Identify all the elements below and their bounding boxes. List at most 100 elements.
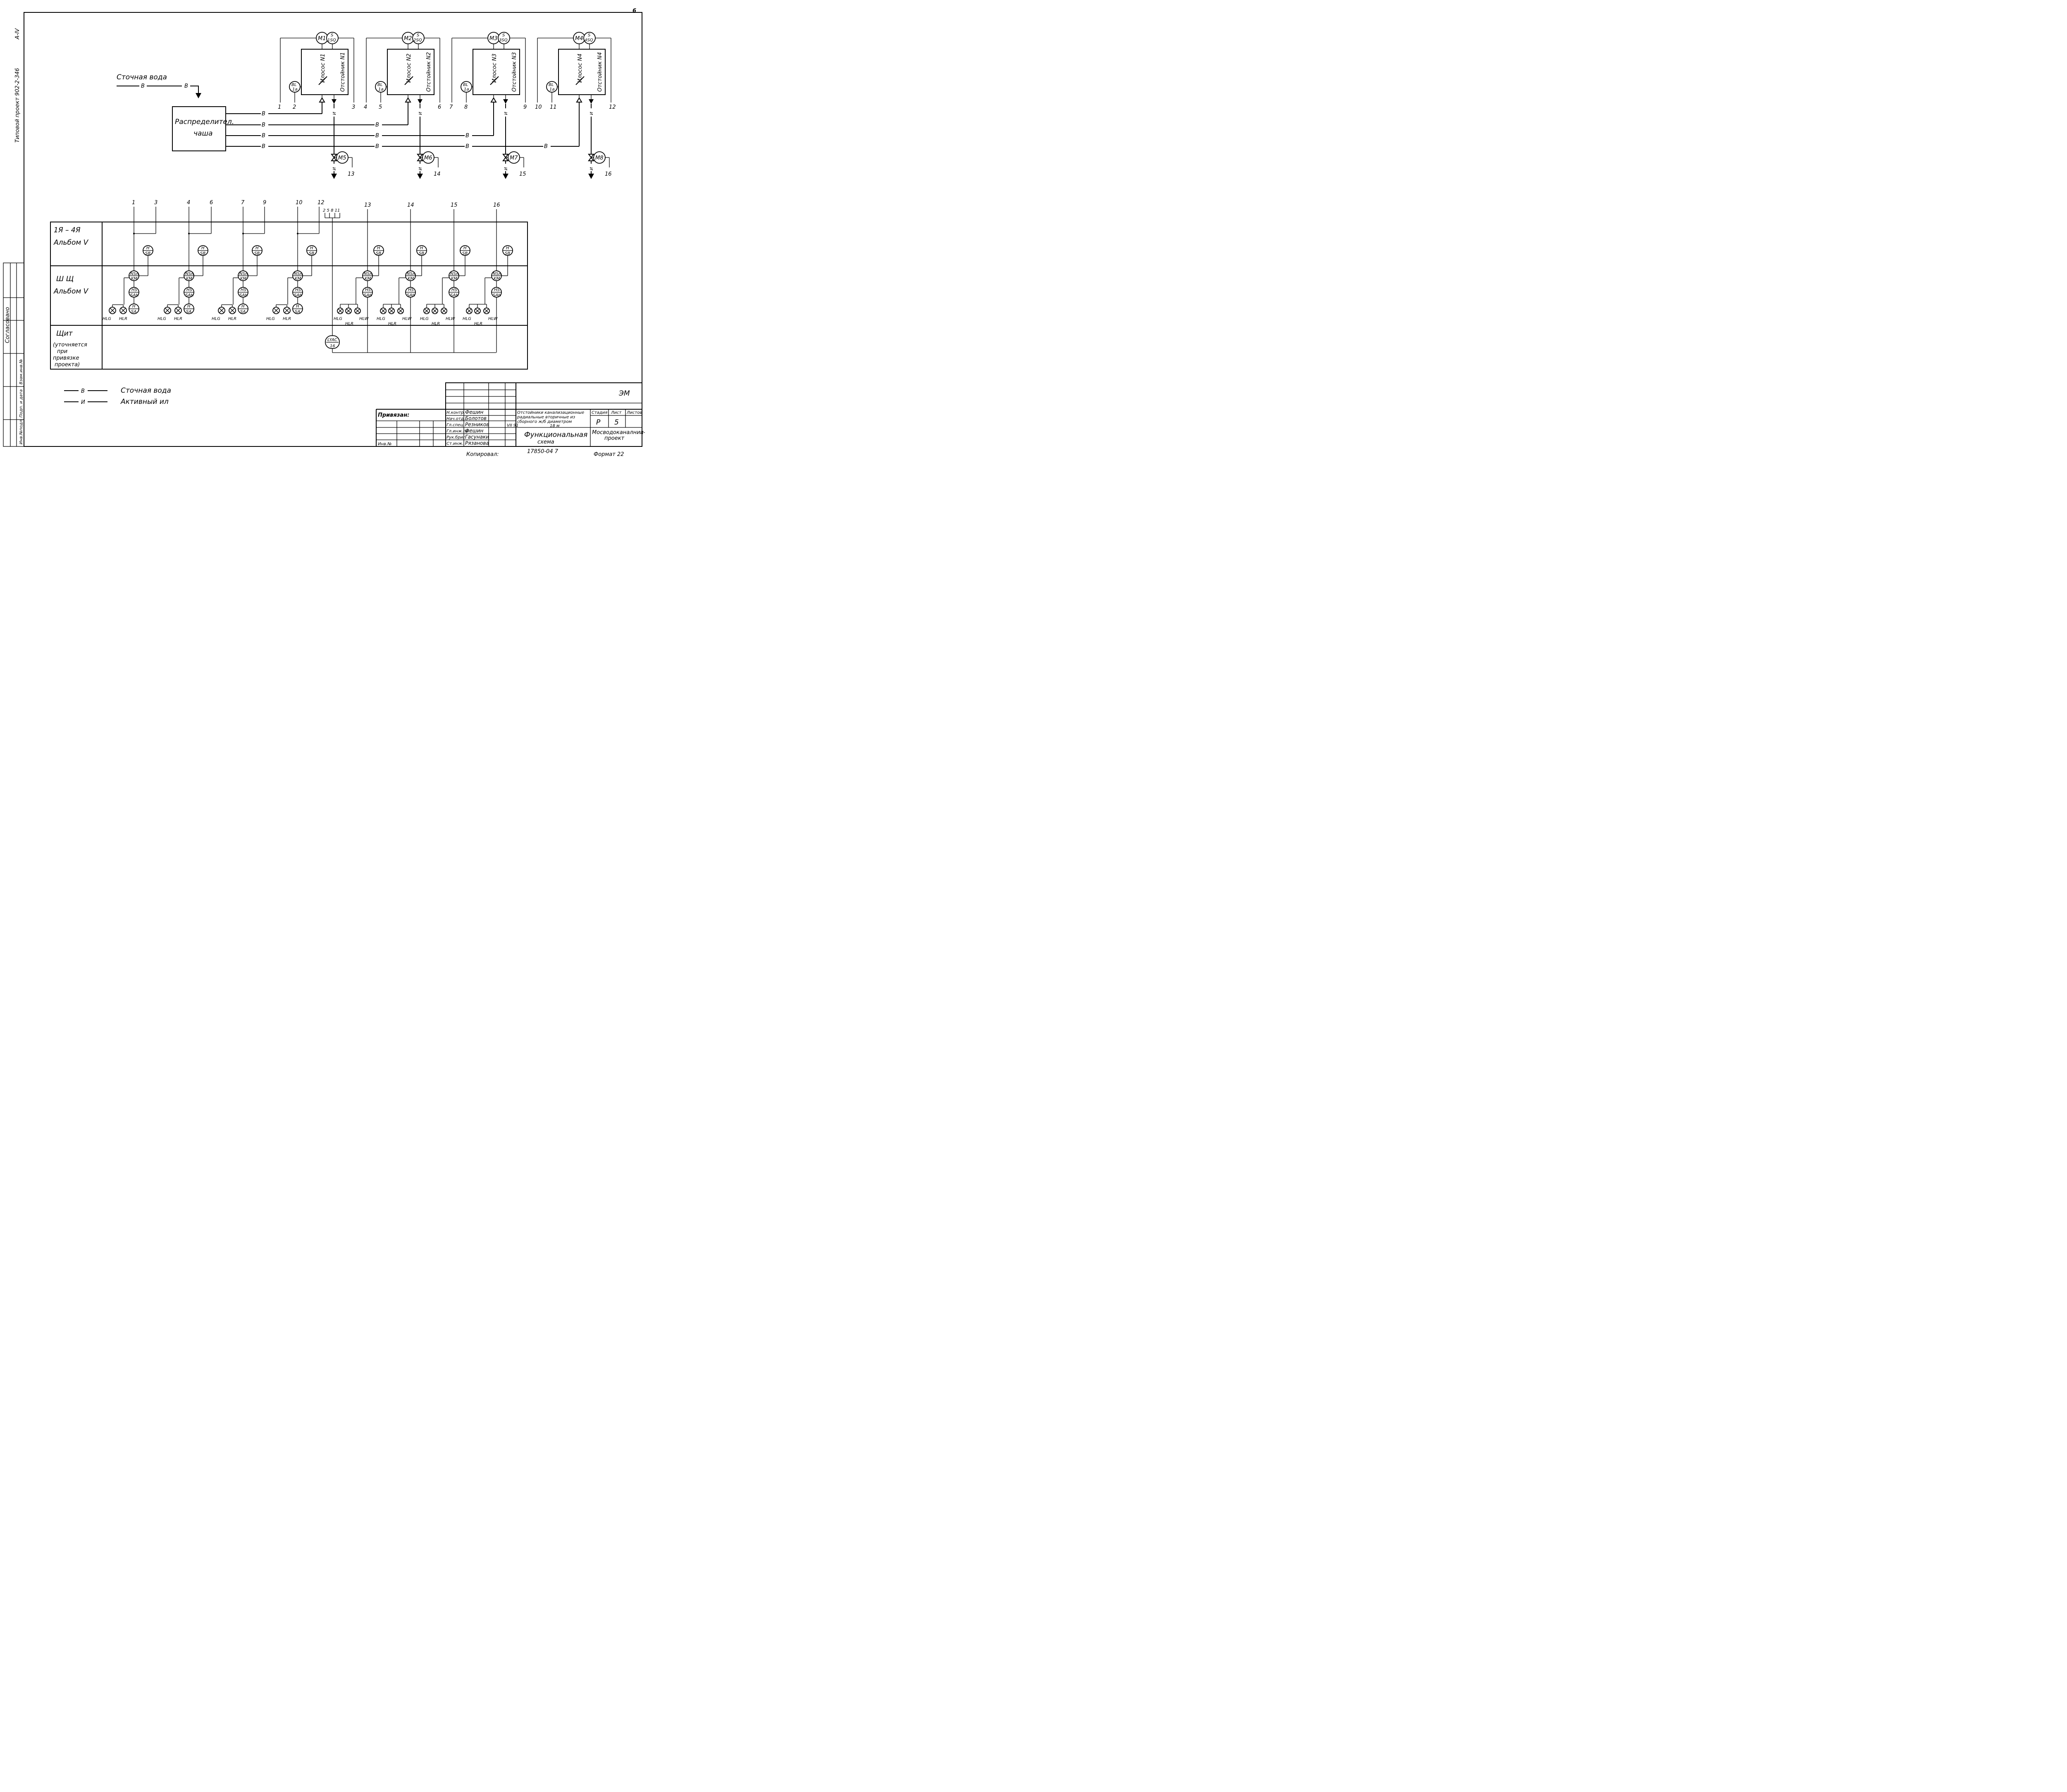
settler-label: Отстойник N2 <box>426 52 432 92</box>
lamp-cross <box>110 308 115 313</box>
flow-code: В <box>184 83 188 89</box>
sludge-pump-stroke <box>404 76 413 85</box>
legend-code: В <box>81 388 85 394</box>
device-label: KM <box>186 277 193 281</box>
lamp-cross <box>121 308 126 313</box>
device-label: SAH <box>239 293 248 298</box>
wire-number: 16 <box>605 171 612 177</box>
device-label: HS <box>131 288 138 292</box>
outlet-arrow <box>332 99 337 104</box>
lamp-cross <box>432 308 437 313</box>
drawing-sheet: 6 А-IV Типовой проект 902-2-346 Согласов… <box>3 8 645 458</box>
lamp-label: HLG <box>377 317 385 321</box>
level-sensor-label: BL <box>291 83 296 87</box>
flow-code: В <box>141 83 145 89</box>
valve-motor-label: M8 <box>595 155 604 161</box>
stage-value: Р <box>596 418 601 427</box>
device-label: SB <box>419 251 424 256</box>
bus-label: 2 5 8 11 <box>323 208 340 213</box>
lamp-cross <box>284 308 289 313</box>
device-label: SB <box>462 251 468 256</box>
device-label: H <box>310 246 313 251</box>
lamp-cross <box>381 308 386 313</box>
settler-label: Отстойник N1 <box>340 52 346 92</box>
wire-number: 6 <box>210 200 213 206</box>
drawing-title: схема <box>537 439 554 445</box>
limit-switch-label: 2SQ <box>413 38 422 43</box>
lamp-label: HLR <box>228 317 236 321</box>
wire-number: 10 <box>535 104 542 110</box>
settler-label: Отстойник N3 <box>511 52 518 92</box>
drain-arrow <box>588 174 594 179</box>
valve-motor-label: M6 <box>424 155 432 161</box>
lamp-label: HLW <box>402 317 412 321</box>
lamp-label: HLW <box>359 317 369 321</box>
side-stamp <box>3 262 24 447</box>
device-label: HS <box>295 288 301 292</box>
sludge-pump-label: Илосос N2 <box>406 54 412 83</box>
signatures: Н.контр.ФешинНач.отд.БолотовГл.спец.Резн… <box>446 409 489 446</box>
settler-box <box>473 49 520 95</box>
level-sensor-label: 1a <box>378 87 384 92</box>
lamp-cross <box>355 308 360 313</box>
side-stamp-label: Инв.№подл. <box>19 418 24 444</box>
junction-dot <box>242 233 244 234</box>
flow-code: И <box>332 167 337 170</box>
motor-label: M1 <box>318 36 326 42</box>
signature-name: Гасунаки <box>465 434 489 440</box>
limit-switch-label: 1SQ <box>327 38 336 43</box>
wire-number: 14 <box>434 171 441 177</box>
wire-number: 3 <box>352 104 355 110</box>
lamp-cross <box>176 308 181 313</box>
legend-code: И <box>81 399 85 406</box>
distributor-label: чаша <box>193 129 212 138</box>
title-block <box>376 382 642 447</box>
lamp-label: HLR <box>345 322 353 326</box>
lamp-cross <box>484 308 489 313</box>
wire-number: 8 <box>464 104 468 110</box>
lamp-label: HLW <box>446 317 456 321</box>
valve-symbol <box>588 154 594 161</box>
org-name: проект <box>604 435 625 441</box>
row3-label: проекта) <box>55 362 80 368</box>
lamp-cross <box>398 308 403 313</box>
drawing-title: Функциональная <box>524 431 587 439</box>
sludge-pump-label: Илосос N3 <box>492 54 498 83</box>
lamp-cross <box>230 308 235 313</box>
signature-role: Ст.инж. <box>446 441 463 446</box>
side-stamp-label: Взам.инв.№ <box>19 359 24 384</box>
limit-switch-label: S <box>588 33 591 38</box>
flow-code: В <box>262 122 265 128</box>
device-label: NSA <box>407 272 415 276</box>
wire-number: 3 <box>154 200 158 206</box>
sheets-header: Листов <box>626 410 642 415</box>
panel-device-label: 16 <box>330 344 335 348</box>
wire-number: 9 <box>523 104 527 110</box>
wire-number: 12 <box>317 200 325 206</box>
valve-motor-label: M5 <box>338 155 346 161</box>
wire-number: 9 <box>263 200 266 206</box>
valve-symbol <box>417 154 423 161</box>
inlet-label: Сточная вода <box>117 73 167 81</box>
inlet-arrow <box>319 97 325 103</box>
lamp-cross <box>346 308 351 313</box>
wire-number: 6 <box>438 104 441 110</box>
row1-label: 1Я – 4Я <box>54 226 81 234</box>
wire-number: 12 <box>609 104 616 110</box>
signature-role: Рук.бриг. <box>446 435 467 440</box>
doc-number: 17850-04 7 <box>527 449 559 455</box>
device-label: NSA <box>450 272 459 276</box>
legend <box>64 390 107 402</box>
device-label: H <box>255 246 259 251</box>
device-label: SAH <box>185 293 194 298</box>
device-label: H <box>506 246 509 251</box>
device-label: NSA <box>185 272 194 276</box>
flow-code: И <box>418 112 423 115</box>
sludge-pump-stroke <box>575 76 585 85</box>
